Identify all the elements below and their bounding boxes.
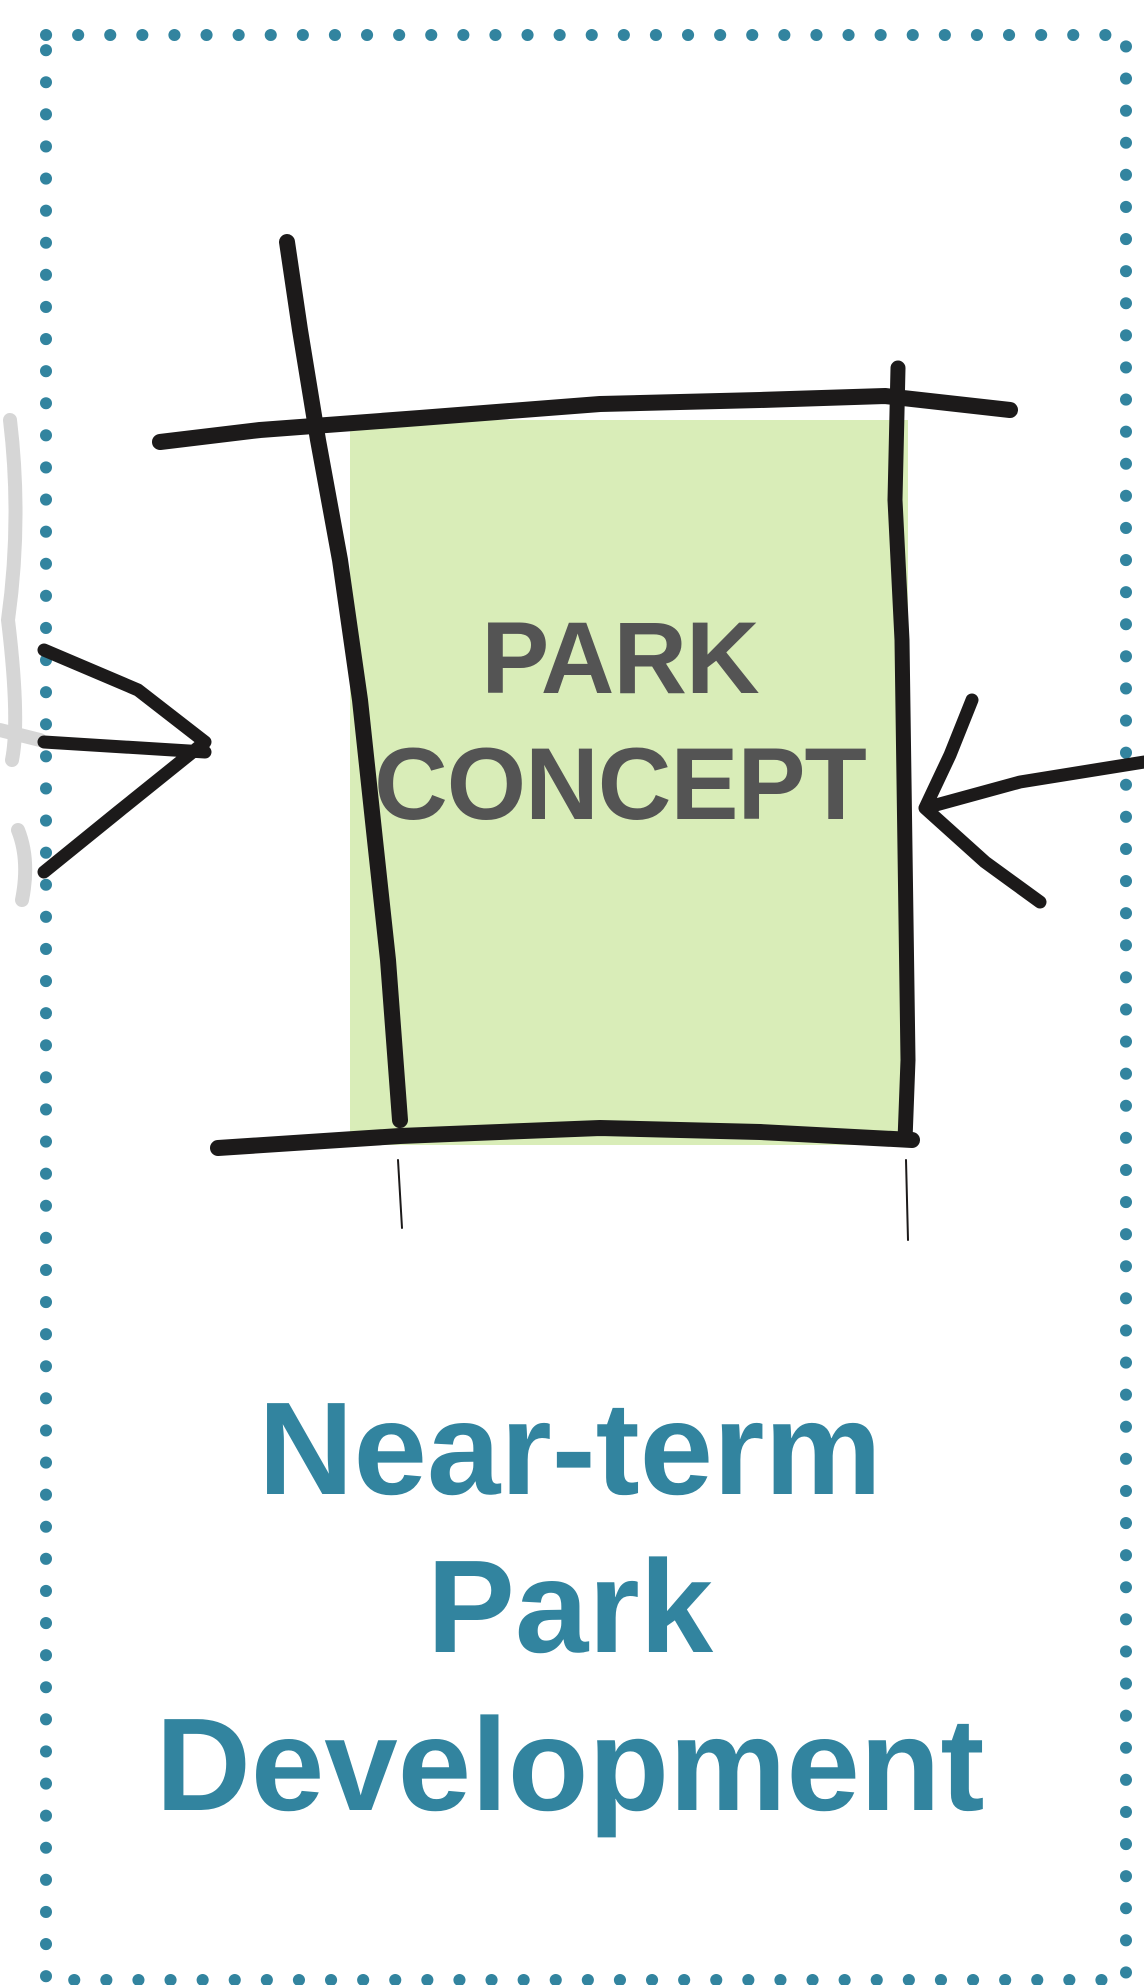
phase-title: Near-term Park Development — [60, 1370, 1080, 1844]
park-block-sketch — [152, 234, 1018, 1241]
phase-title-line-2: Park — [426, 1533, 714, 1680]
chevron-right-arrow-icon — [37, 643, 212, 879]
park-concept-label: PARK CONCEPT — [355, 595, 885, 847]
phase-title-line-3: Development — [155, 1691, 985, 1838]
ghost-sketch — [0, 413, 47, 907]
park-concept-line-2: CONCEPT — [374, 727, 867, 841]
park-block — [350, 420, 908, 1145]
chevron-left-arrow-icon — [918, 693, 1144, 909]
park-concept-line-1: PARK — [481, 601, 759, 715]
dotted-border — [40, 29, 1132, 1985]
phase-title-line-1: Near-term — [258, 1375, 882, 1522]
